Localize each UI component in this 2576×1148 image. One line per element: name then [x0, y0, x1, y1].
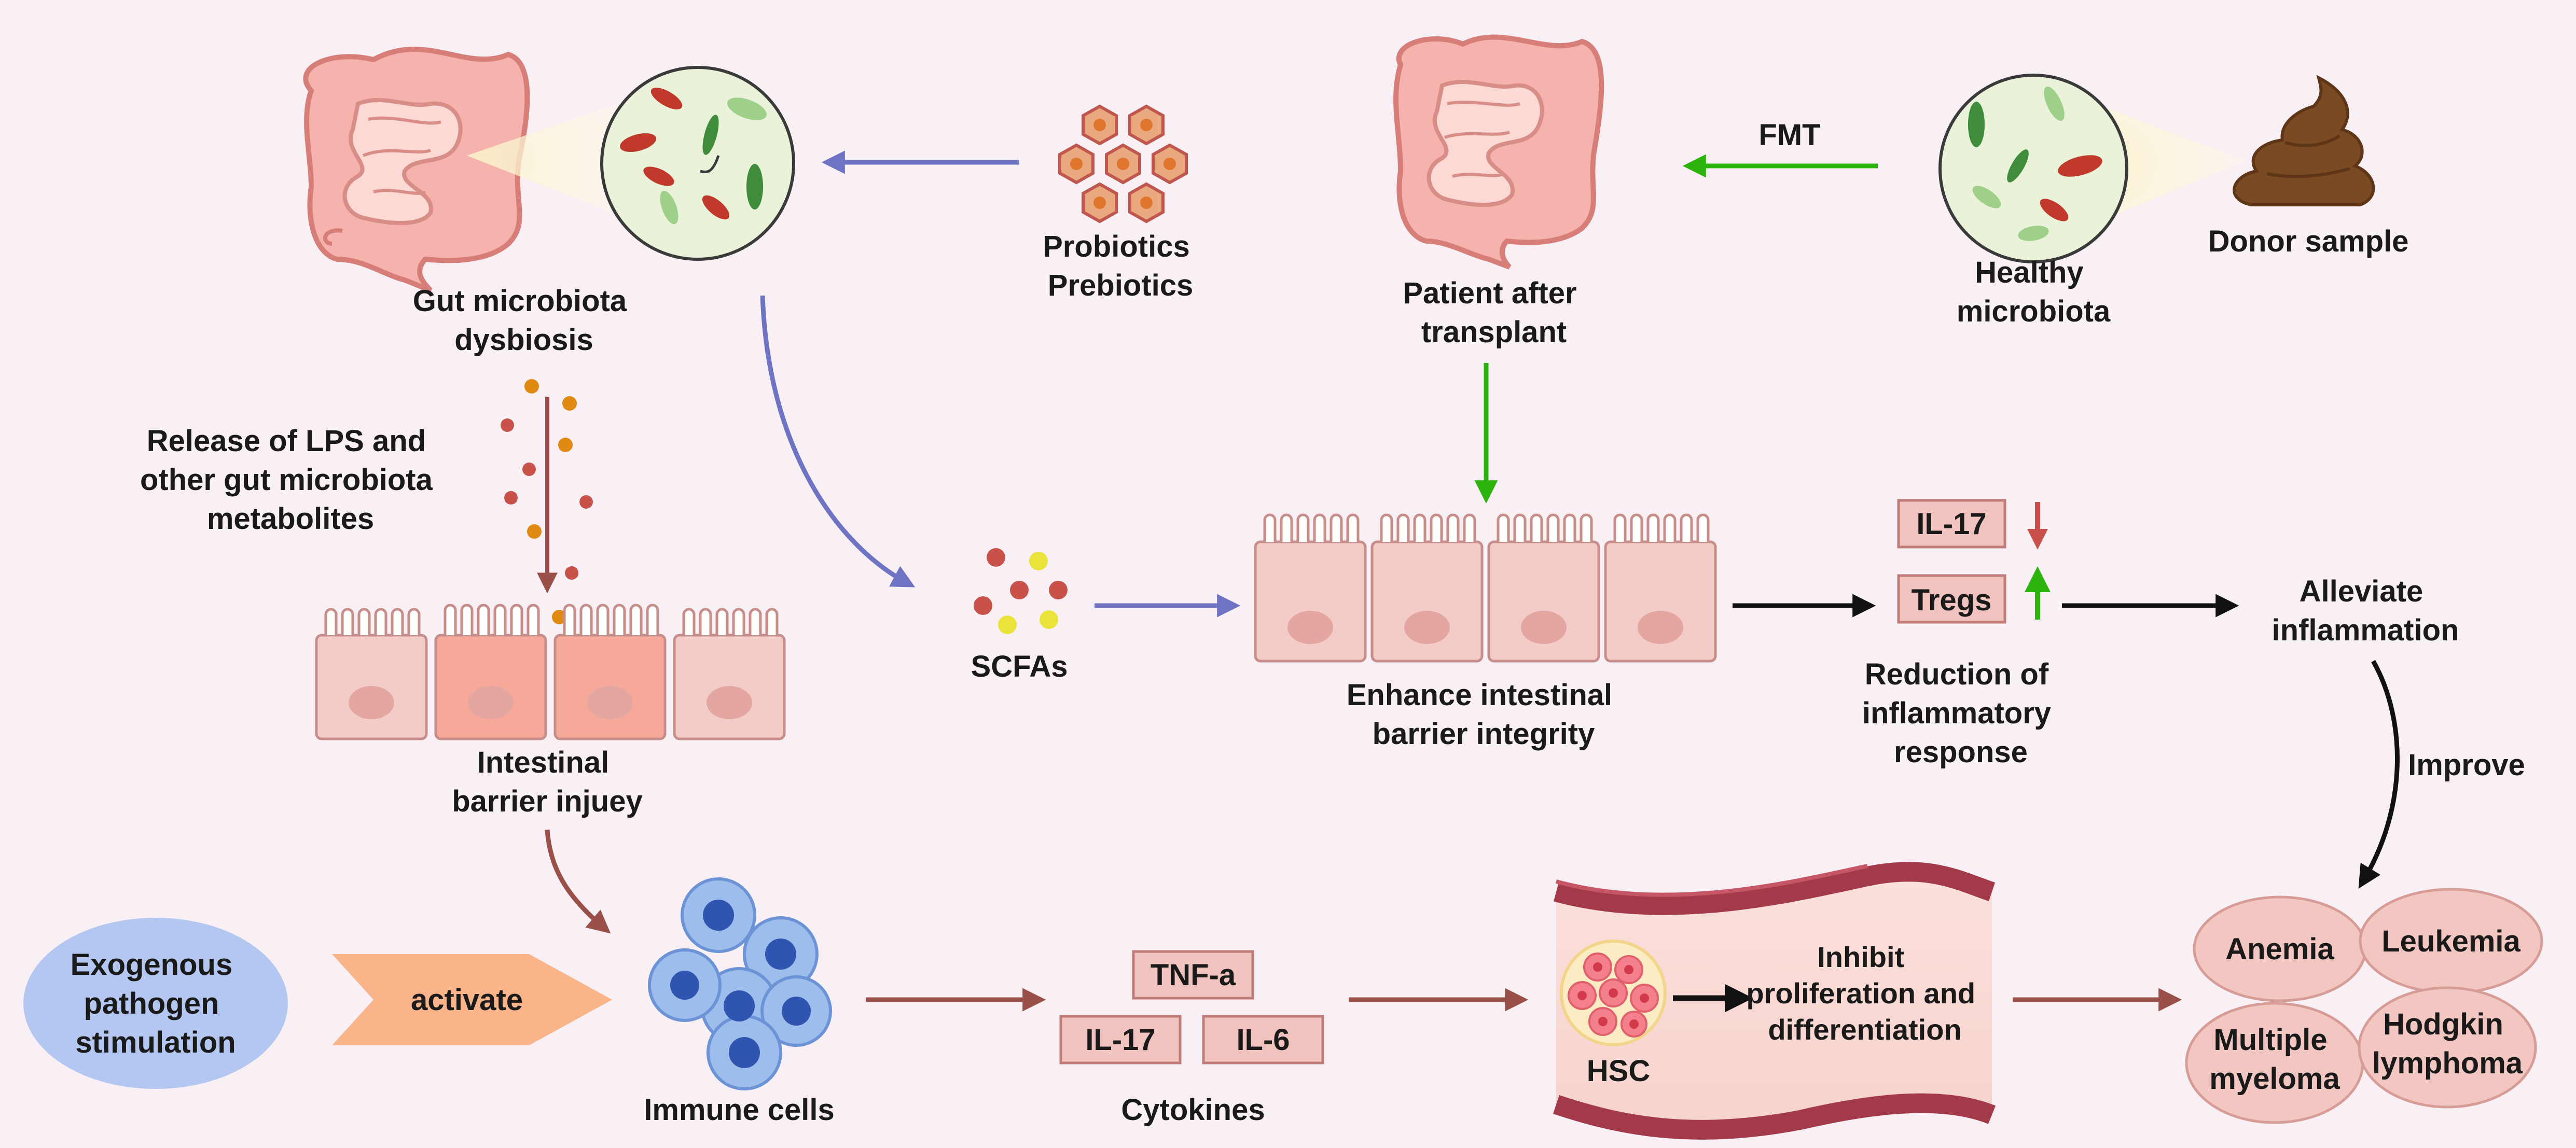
- svg-text:Hodgkin lymphoma: Hodgkin lymphoma: [2372, 1007, 2523, 1080]
- cytokines-label: Cytokines: [1121, 1093, 1265, 1127]
- healthy-magnify-beam: [2096, 104, 2246, 223]
- arrow-injury-to-immune: [545, 829, 611, 934]
- probiotic-hexagons-icon: [1058, 104, 1188, 223]
- probiotics-label: Probiotics Prebiotics: [1043, 230, 1198, 302]
- svg-text:Anemia: Anemia: [2225, 932, 2334, 966]
- dysbiosis-intestine-icon: [303, 47, 530, 293]
- hsc-icon: [1560, 940, 1667, 1046]
- healthy-label: Healthy microbiota: [1957, 256, 2111, 328]
- disease-anemia: Anemia: [2193, 895, 2367, 1002]
- svg-text:TNF-a: TNF-a: [1151, 958, 1236, 992]
- exogenous-node: Exogenous pathogen stimulation: [23, 918, 288, 1089]
- il17-top-box: IL-17: [1897, 499, 2006, 549]
- enhance-label: Enhance intestinal barrier integrity: [1347, 678, 1621, 751]
- dysbiosis-magnify-beam: [467, 99, 638, 223]
- svg-text:IL-6: IL-6: [1236, 1023, 1290, 1057]
- arrow-dysbiosis-to-scfas: [760, 295, 916, 587]
- disease-myeloma: Multiple myeloma: [2185, 1002, 2364, 1124]
- disease-hodgkin: Hodgkin lymphoma: [2358, 986, 2537, 1109]
- il6-box: IL-6: [1202, 1015, 1324, 1065]
- activate-arrow: activate: [332, 954, 612, 1045]
- lps-label: Release of LPS and other gut microbiota …: [140, 424, 441, 536]
- stool-icon: [2233, 75, 2375, 206]
- svg-text:Tregs: Tregs: [1912, 583, 1992, 617]
- dysbiosis-label: Gut microbiota dysbiosis: [413, 284, 635, 357]
- fmt-label: FMT: [1758, 118, 1820, 152]
- alleviate-label: Alleviate inflammation: [2272, 575, 2459, 647]
- immune-label: Immune cells: [644, 1093, 834, 1127]
- svg-text:IL-17: IL-17: [1916, 507, 1986, 541]
- healthy-microbiota-circle-icon: [1938, 74, 2128, 263]
- patient-intestine-icon: [1393, 34, 1604, 270]
- scfa-molecules-icon: [974, 548, 1068, 634]
- immune-cells-icon: [648, 877, 832, 1090]
- svg-text:Exogenous pathogen: Exogenous pathogen stimulation: [71, 948, 241, 1059]
- il17-bottom-box: IL-17: [1059, 1015, 1182, 1065]
- inhibit-label: Inhibit proliferation and differentiatio…: [1746, 941, 1983, 1046]
- donor-label: Donor sample: [2208, 225, 2409, 258]
- svg-text:activate: activate: [411, 983, 523, 1017]
- hsc-label: HSC: [1587, 1054, 1650, 1088]
- tregs-box: Tregs: [1897, 574, 2006, 624]
- disease-leukemia: Leukemia: [2359, 888, 2543, 995]
- lps-particles: [501, 379, 593, 624]
- injured-epithelial-cells-icon: [315, 604, 786, 740]
- dysbiosis-microbiota-circle-icon: [600, 66, 795, 261]
- injury-label: Intestinal barrier injuey: [452, 746, 642, 818]
- svg-text:Multiple myeloma: Multiple myeloma: [2209, 1023, 2340, 1096]
- scfas-label: SCFAs: [971, 650, 1068, 683]
- svg-text:Leukemia: Leukemia: [2381, 925, 2520, 958]
- improve-label: Improve: [2408, 748, 2525, 782]
- reduction-label: Reduction of inflammatory response: [1862, 657, 2059, 769]
- patient-label: Patient after transplant: [1403, 276, 1585, 349]
- svg-text:IL-17: IL-17: [1085, 1023, 1155, 1057]
- blood-vessel-icon: [1553, 862, 1996, 1140]
- arrow-improve: [2358, 660, 2400, 889]
- tnf-box: TNF-a: [1132, 950, 1254, 1000]
- healthy-epithelial-cells-icon: [1254, 513, 1717, 663]
